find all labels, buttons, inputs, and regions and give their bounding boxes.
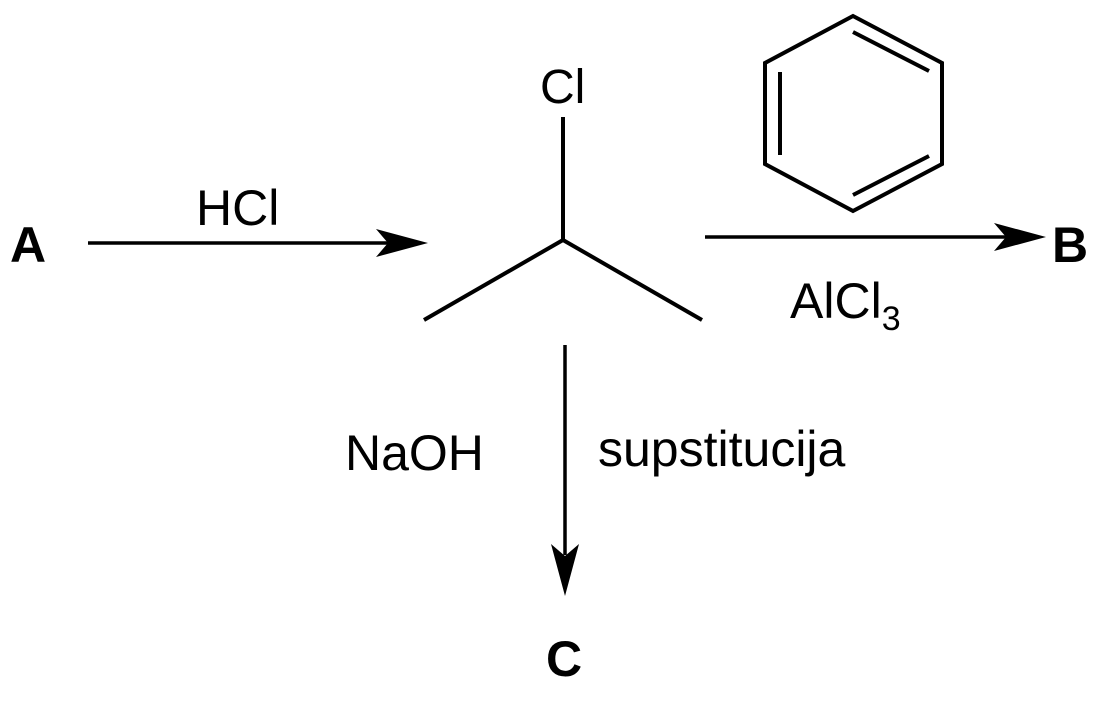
- alcl3-base: AlCl: [790, 273, 882, 329]
- chloropropane-structure: Cl: [423, 61, 703, 322]
- arrow-chloropropane-to-b: [705, 223, 1046, 251]
- c-c-bond-left: [423, 238, 564, 322]
- compound-b-label: B: [1052, 217, 1088, 273]
- reagent-naoh: NaOH: [345, 425, 484, 481]
- compound-a-label: A: [10, 217, 46, 273]
- arrow-a-to-chloropropane: [88, 229, 428, 257]
- arrowhead-right: [994, 223, 1046, 251]
- benzene-ring: [763, 13, 944, 214]
- arrow-chloropropane-to-c: [551, 345, 579, 596]
- benzene-double-bond-2: [852, 30, 930, 73]
- reaction-type-label: supstitucija: [598, 421, 846, 477]
- compound-c-label: C: [546, 631, 582, 687]
- c-c-bond-right: [562, 238, 703, 322]
- benzene-structure: [763, 13, 944, 214]
- arrowhead-right: [376, 229, 428, 257]
- reagent-hcl: HCl: [196, 180, 279, 236]
- arrowhead-down: [551, 544, 579, 596]
- reagent-alcl3: AlCl3: [790, 273, 901, 338]
- chlorine-atom-label: Cl: [540, 61, 585, 114]
- alcl3-subscript: 3: [882, 300, 901, 338]
- benzene-double-bond-3: [852, 154, 930, 197]
